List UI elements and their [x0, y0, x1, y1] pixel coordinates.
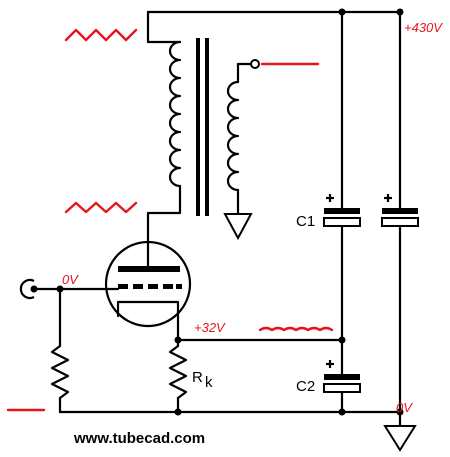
- capacitor-c2: [323, 338, 361, 414]
- tube-plate: [118, 266, 180, 272]
- tube-grid: [118, 284, 182, 289]
- transformer-secondary-coil: [223, 59, 260, 241]
- transformer-primary-coil: [146, 10, 182, 250]
- cathode-waveform: [258, 326, 334, 332]
- rk-label: R: [192, 369, 203, 386]
- tube-cathode: [116, 300, 180, 328]
- website-label: www.tubecad.com: [73, 430, 205, 447]
- transformer-core: [196, 38, 209, 216]
- supply-capacitor: [381, 10, 419, 428]
- c1-label: C1: [296, 213, 315, 230]
- grid-resistor: [50, 285, 70, 414]
- ground-rail: [58, 408, 417, 452]
- rk-subscript: k: [205, 374, 213, 391]
- plate-waveform-bottom: [64, 201, 138, 214]
- ground-voltage-label: 0V: [396, 400, 413, 415]
- output-terminal: [250, 59, 260, 69]
- grid-input-jack: [19, 278, 38, 300]
- capacitor-c1: [323, 8, 361, 342]
- c2-label: C2: [296, 378, 315, 395]
- supply-rail: [146, 8, 404, 16]
- triode-tube: [30, 240, 192, 328]
- signal-waveforms: [6, 28, 334, 412]
- cathode-voltage-label: +32V: [194, 320, 226, 335]
- supply-voltage-label: +430V: [404, 20, 443, 35]
- main-ground-icon: [383, 425, 417, 452]
- secondary-ground-icon: [223, 213, 253, 241]
- grid-voltage-label: 0V: [62, 272, 79, 287]
- plate-waveform-top: [64, 28, 138, 42]
- cathode-resistor: [168, 324, 188, 414]
